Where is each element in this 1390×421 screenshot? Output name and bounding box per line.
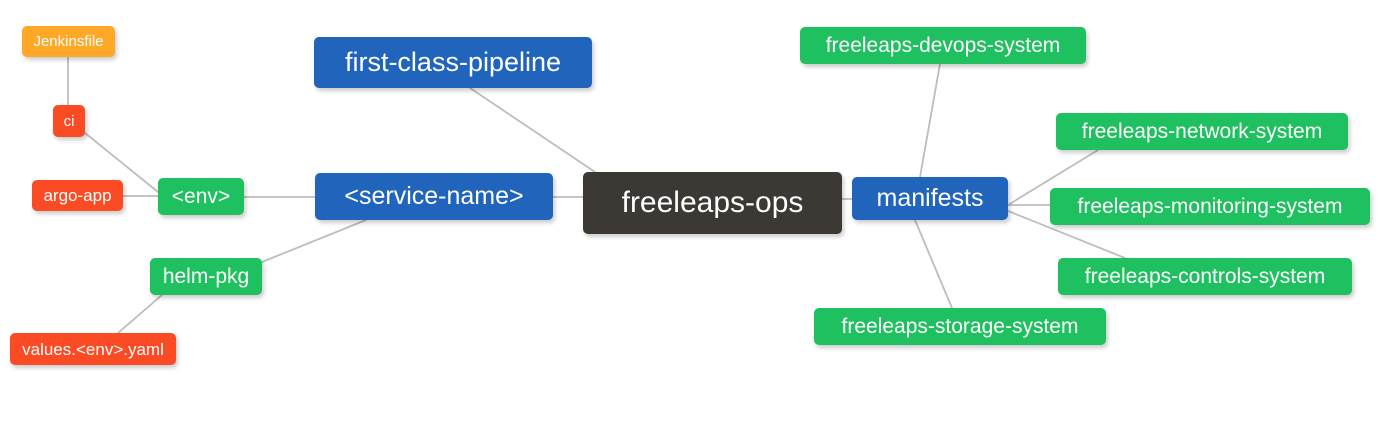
- node-label-freeleaps-storage-system: freeleaps-storage-system: [841, 315, 1079, 338]
- node-label-argo-app: argo-app: [43, 186, 112, 205]
- edge-manifests-to-freeleaps-devops-system: [919, 63, 941, 178]
- node-first-class-pipeline[interactable]: first-class-pipeline: [314, 37, 592, 88]
- node-label-freeleaps-controls-system: freeleaps-controls-system: [1084, 265, 1326, 288]
- node-helm-pkg[interactable]: helm-pkg: [150, 258, 262, 295]
- node-values-env-yaml[interactable]: values.<env>.yaml: [10, 333, 176, 365]
- node-label-ci: ci: [63, 112, 75, 130]
- node-label-env: <env>: [171, 185, 231, 208]
- node-label-freeleaps-network-system: freeleaps-network-system: [1081, 120, 1323, 143]
- node-label-service-name: <service-name>: [344, 182, 524, 210]
- node-freeleaps-network-system[interactable]: freeleaps-network-system: [1056, 113, 1348, 150]
- edge-freeleaps-ops-to-first-class-pipeline: [469, 87, 596, 173]
- node-freeleaps-monitoring-system[interactable]: freeleaps-monitoring-system: [1050, 188, 1370, 225]
- node-label-first-class-pipeline: first-class-pipeline: [344, 47, 562, 77]
- node-freeleaps-ops[interactable]: freeleaps-ops: [583, 172, 842, 234]
- edge-helm-pkg-to-values-env-yaml: [117, 294, 163, 334]
- node-service-name[interactable]: <service-name>: [315, 173, 553, 220]
- node-label-freeleaps-devops-system: freeleaps-devops-system: [825, 34, 1061, 57]
- node-freeleaps-storage-system[interactable]: freeleaps-storage-system: [814, 308, 1106, 345]
- node-manifests[interactable]: manifests: [852, 177, 1008, 220]
- edge-manifests-to-freeleaps-storage-system: [914, 219, 953, 309]
- node-freeleaps-devops-system[interactable]: freeleaps-devops-system: [800, 27, 1086, 64]
- node-jenkinsfile[interactable]: Jenkinsfile: [22, 26, 115, 57]
- node-label-helm-pkg: helm-pkg: [162, 265, 250, 288]
- node-label-manifests: manifests: [876, 184, 984, 212]
- node-label-values-env-yaml: values.<env>.yaml: [22, 339, 164, 359]
- node-env[interactable]: <env>: [158, 178, 244, 215]
- node-label-freeleaps-monitoring-system: freeleaps-monitoring-system: [1077, 195, 1343, 218]
- node-label-freeleaps-ops: freeleaps-ops: [621, 186, 804, 219]
- node-ci[interactable]: ci: [53, 105, 85, 137]
- edge-service-name-to-helm-pkg: [261, 219, 367, 263]
- node-freeleaps-controls-system[interactable]: freeleaps-controls-system: [1058, 258, 1352, 295]
- node-argo-app[interactable]: argo-app: [32, 180, 123, 211]
- node-label-jenkinsfile: Jenkinsfile: [33, 33, 104, 50]
